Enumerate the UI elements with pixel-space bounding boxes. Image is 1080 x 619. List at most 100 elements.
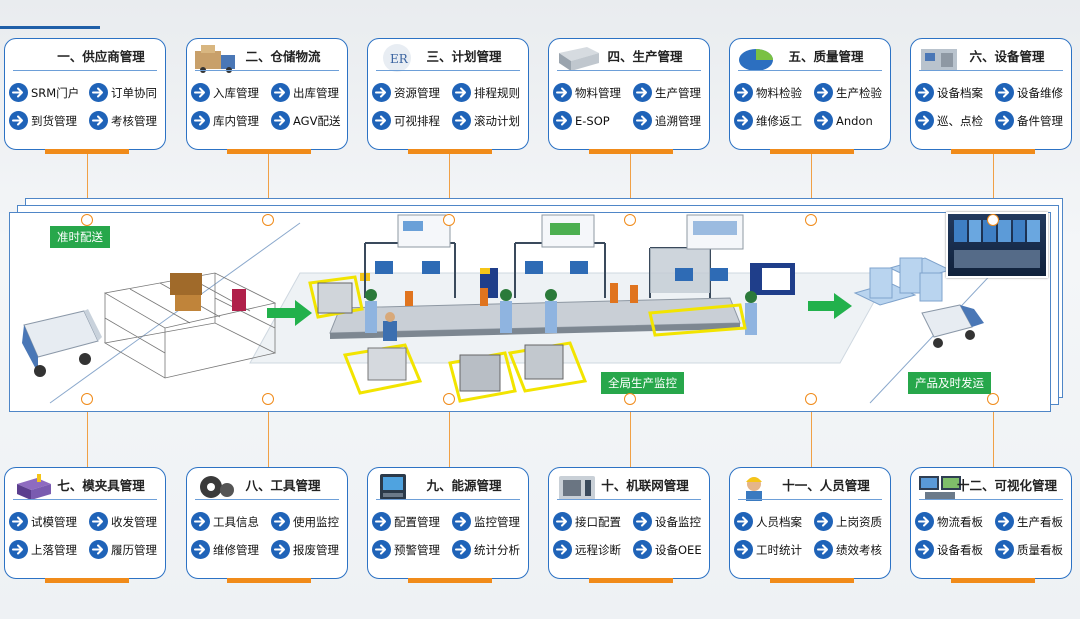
module-item[interactable]: 质量看板 <box>995 540 1073 559</box>
module-item[interactable]: 配置管理 <box>372 512 452 531</box>
module-item[interactable]: 上岗资质 <box>814 512 892 531</box>
module-item-label: 巡、点检 <box>937 113 983 128</box>
arrow-right-icon <box>89 512 108 531</box>
module-items: 物流看板生产看板设备看板质量看板 <box>915 512 1069 559</box>
arrow-right-icon <box>915 83 934 102</box>
module-item[interactable]: 使用监控 <box>271 512 349 531</box>
module-title: 六、设备管理 <box>969 49 1045 64</box>
module-items: 试模管理收发管理上落管理履历管理 <box>9 512 163 559</box>
module-item[interactable]: 备件管理 <box>995 111 1073 130</box>
truck-icon-left <box>22 309 102 377</box>
module-item[interactable]: 试模管理 <box>9 512 89 531</box>
module-item[interactable]: 履历管理 <box>89 540 167 559</box>
module-item[interactable]: 可视排程 <box>372 111 452 130</box>
label-shipping: 产品及时发运 <box>908 372 991 394</box>
module-item[interactable]: 监控管理 <box>452 512 530 531</box>
module-items: SRM门户订单协同到货管理考核管理 <box>9 83 163 130</box>
module-item[interactable]: 巡、点检 <box>915 111 995 130</box>
module-item[interactable]: 人员档案 <box>734 512 814 531</box>
worker-icon <box>736 472 782 502</box>
bottom-module-card-1: 七、模夹具管理试模管理收发管理上落管理履历管理 <box>4 467 166 583</box>
module-item[interactable]: 追溯管理 <box>633 111 711 130</box>
module-item[interactable]: E-SOP <box>553 111 633 130</box>
module-item[interactable]: 订单协同 <box>89 83 167 102</box>
module-item-label: 预警管理 <box>394 542 440 557</box>
arrow-right-icon <box>191 83 210 102</box>
module-item-label: 设备档案 <box>937 85 983 100</box>
module-items: 配置管理监控管理预警管理统计分析 <box>372 512 526 559</box>
module-divider <box>376 499 520 500</box>
module-item[interactable]: 维修管理 <box>191 540 271 559</box>
arrow-right-icon <box>633 512 652 531</box>
module-item[interactable]: 维修返工 <box>734 111 814 130</box>
arrow-right-icon <box>734 540 753 559</box>
module-item-label: 人员档案 <box>756 514 802 529</box>
module-item[interactable]: Andon <box>814 111 892 130</box>
module-item[interactable]: 资源管理 <box>372 83 452 102</box>
module-divider <box>13 499 157 500</box>
label-jit-delivery: 准时配送 <box>50 226 110 248</box>
module-item[interactable]: 收发管理 <box>89 512 167 531</box>
module-item-label: 收发管理 <box>111 514 157 529</box>
arrow-right-icon <box>9 83 28 102</box>
module-item[interactable]: 设备维修 <box>995 83 1073 102</box>
module-item[interactable]: 统计分析 <box>452 540 530 559</box>
flow-arrow-icon-2 <box>808 293 852 319</box>
module-item[interactable]: 上落管理 <box>9 540 89 559</box>
mold-icon <box>11 472 57 502</box>
module-item[interactable]: 物流看板 <box>915 512 995 531</box>
module-item[interactable]: 物料检验 <box>734 83 814 102</box>
module-item[interactable]: 接口配置 <box>553 512 633 531</box>
connector-line-top <box>449 150 450 220</box>
module-item[interactable]: 生产管理 <box>633 83 711 102</box>
module-item[interactable]: 物料管理 <box>553 83 633 102</box>
module-item[interactable]: 远程诊断 <box>553 540 633 559</box>
module-item[interactable]: 报废管理 <box>271 540 349 559</box>
module-item[interactable]: 预警管理 <box>372 540 452 559</box>
module-item[interactable]: 生产检验 <box>814 83 892 102</box>
module-item[interactable]: 出库管理 <box>271 83 349 102</box>
module-item[interactable]: 设备看板 <box>915 540 995 559</box>
monitor-wall-icon <box>917 472 963 502</box>
module-item[interactable]: 设备OEE <box>633 540 711 559</box>
module-item[interactable]: 库内管理 <box>191 111 271 130</box>
module-item[interactable]: SRM门户 <box>9 83 89 102</box>
module-item[interactable]: 工时统计 <box>734 540 814 559</box>
connector-dot-top <box>81 214 93 226</box>
module-item-label: 可视排程 <box>394 113 440 128</box>
module-item[interactable]: 入库管理 <box>191 83 271 102</box>
module-divider <box>738 499 882 500</box>
module-item[interactable]: 设备监控 <box>633 512 711 531</box>
arrow-right-icon <box>995 83 1014 102</box>
connector-line-bottom <box>811 400 812 468</box>
arrow-right-icon <box>89 540 108 559</box>
module-item[interactable]: 到货管理 <box>9 111 89 130</box>
module-item-label: 备件管理 <box>1017 113 1063 128</box>
module-item-label: 考核管理 <box>111 113 157 128</box>
module-accent-bar <box>408 149 492 154</box>
module-item-label: 工时统计 <box>756 542 802 557</box>
connector-dot-top <box>805 214 817 226</box>
module-item-label: 设备监控 <box>655 514 701 529</box>
module-accent-bar <box>589 578 673 583</box>
module-title: 十二、可视化管理 <box>956 478 1057 493</box>
module-item[interactable]: 排程规则 <box>452 83 530 102</box>
module-item[interactable]: 生产看板 <box>995 512 1073 531</box>
connector-line-top <box>630 150 631 220</box>
arrow-right-icon <box>553 83 572 102</box>
module-divider <box>919 499 1063 500</box>
arrow-right-icon <box>372 111 391 130</box>
module-item[interactable]: 绩效考核 <box>814 540 892 559</box>
module-divider <box>557 499 701 500</box>
module-item[interactable]: 滚动计划 <box>452 111 530 130</box>
module-item[interactable]: AGV配送 <box>271 111 349 130</box>
module-item[interactable]: 设备档案 <box>915 83 995 102</box>
arrow-right-icon <box>633 111 652 130</box>
connector-dot-top <box>262 214 274 226</box>
module-item[interactable]: 工具信息 <box>191 512 271 531</box>
arrow-right-icon <box>271 512 290 531</box>
module-item[interactable]: 考核管理 <box>89 111 167 130</box>
module-items: 设备档案设备维修巡、点检备件管理 <box>915 83 1069 130</box>
